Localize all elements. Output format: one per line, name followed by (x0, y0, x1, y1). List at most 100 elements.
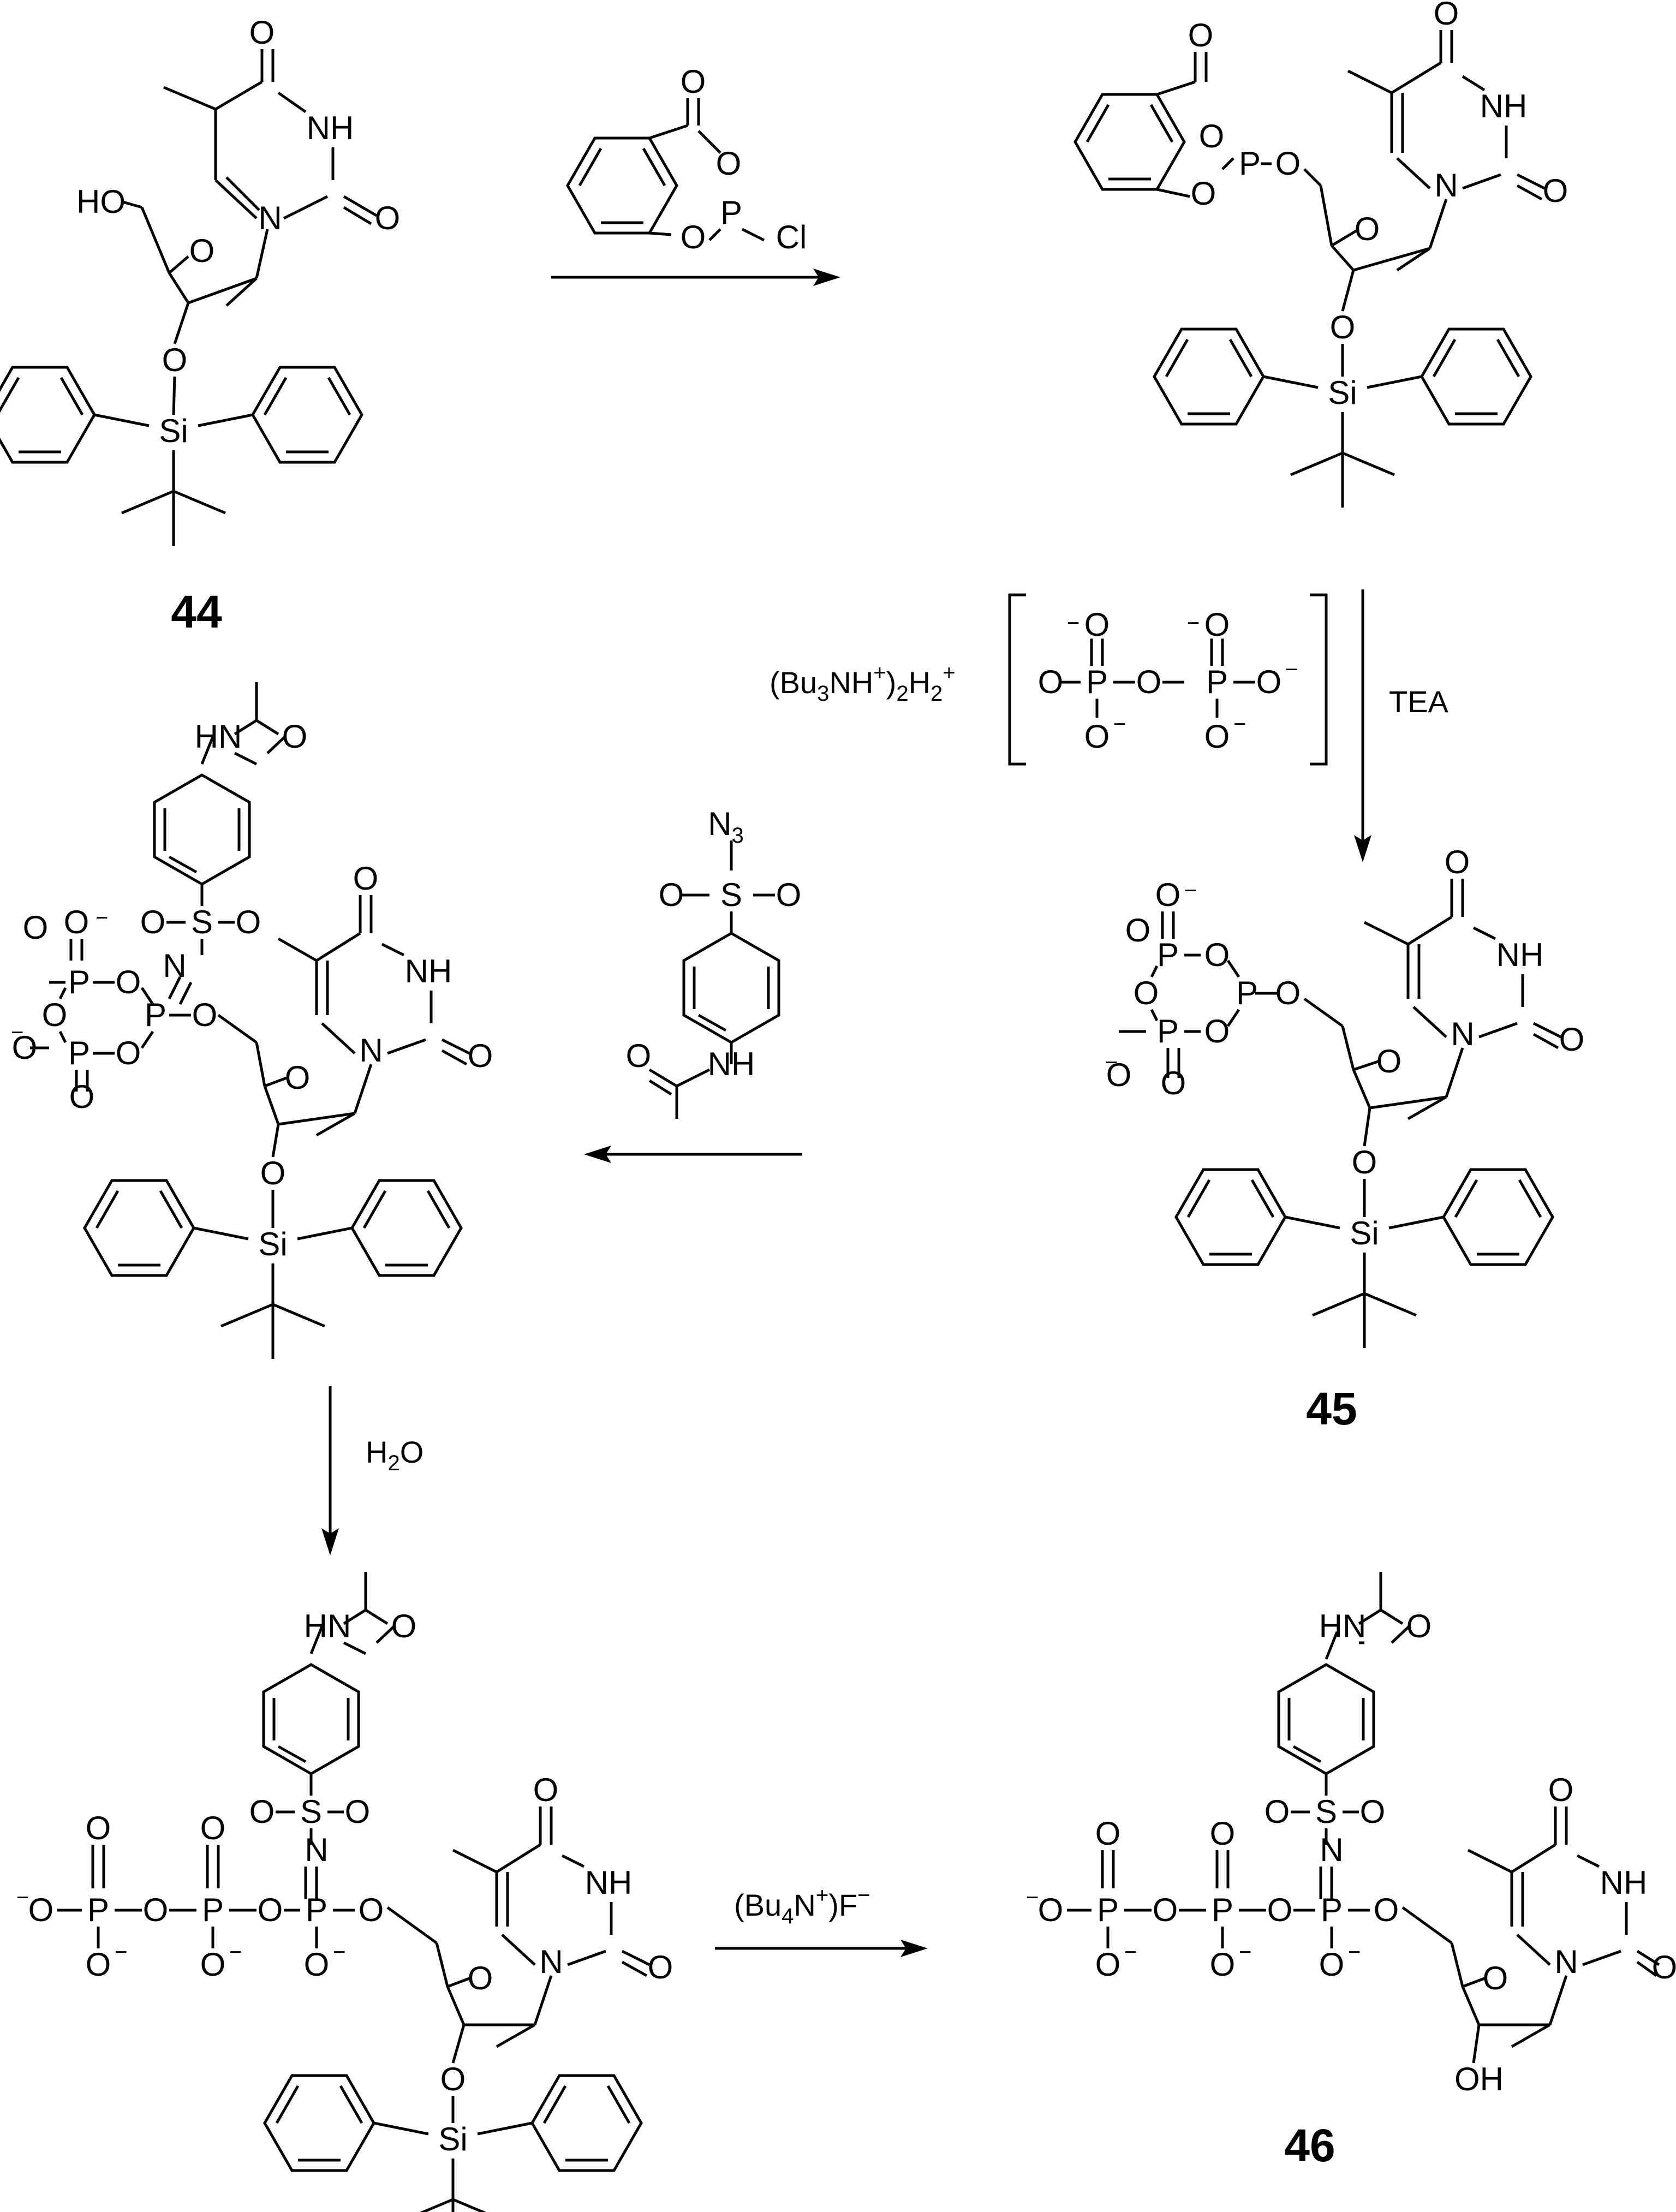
mid-nh: NH (405, 953, 452, 989)
mid-p2: P (68, 1035, 90, 1071)
mid-minus1: − (96, 906, 108, 930)
mid-thy-o2: O (468, 1038, 493, 1074)
compound-45-structure (1119, 879, 1562, 1217)
reagent-so-left: O (659, 877, 684, 913)
bl-amide-o: O (391, 1608, 417, 1644)
mid-minus2: − (11, 1021, 23, 1045)
c45-sugar-o: O (1376, 1043, 1402, 1080)
c46-p-beta: P (1212, 1892, 1233, 1928)
bl-minus1: − (16, 1886, 29, 1910)
c44-carbonyl-o-label: O (249, 14, 275, 51)
c46-o-term: O (1038, 1892, 1064, 1928)
c46-sugar-o: O (1483, 1960, 1508, 1996)
mid-amide-o: O (282, 718, 308, 755)
c46-3prime-oh: OH (1454, 2061, 1504, 2097)
mid-o-ring3: O (116, 1035, 141, 1071)
reagent-water: H2O (366, 1435, 424, 1475)
c46-amide-o: O (1406, 1608, 1432, 1644)
c44-urea-o-label: O (375, 200, 401, 236)
compound-44-structure (122, 49, 378, 415)
compound-45-label: 45 (1306, 1383, 1357, 1434)
pyrophosphate-structure (1061, 639, 1255, 718)
reagent-co-o-label: O (681, 63, 706, 100)
c45-minus1: − (1184, 879, 1197, 903)
compound-46-label: 46 (1284, 2120, 1335, 2171)
intermediate-phosphite-structure (1075, 30, 1546, 377)
compound-44-label: 44 (171, 586, 222, 637)
reagent-amide-o: O (626, 1038, 652, 1074)
reagent-p-label: P (720, 194, 742, 231)
c45-minus2: − (1105, 1051, 1118, 1075)
c46-so-left: O (1265, 1793, 1290, 1830)
bl-o-term: O (28, 1892, 54, 1928)
c44-ho-label: HO (76, 183, 126, 220)
bl-n: N (305, 1832, 328, 1868)
c46-so-right: O (1360, 1793, 1386, 1830)
pp-o-bot1: O (1084, 718, 1110, 755)
c45-silyl-o: O (1352, 1144, 1377, 1180)
mid-hn: HN (195, 718, 242, 755)
mid-silyl-o: O (260, 1155, 286, 1191)
c45-o-oxo1: O (1125, 912, 1151, 949)
pp-minus1: − (1067, 611, 1079, 635)
reagent-ring-o-label: O (716, 145, 742, 182)
pp-minus5: − (1285, 658, 1298, 682)
bl-o-a-bot: O (304, 1946, 330, 1983)
bl-o-bridge2: O (258, 1892, 283, 1928)
reagent-pyrophosphate-salt: (Bu3NH+)2H2+ (770, 661, 956, 706)
pp-minus3: − (1187, 611, 1200, 635)
c45-o-5prime: O (1275, 975, 1301, 1011)
c46-minus2: − (1124, 1940, 1137, 1964)
mid-so-left: O (140, 904, 166, 940)
c45-si: Si (1350, 1215, 1379, 1251)
mid-o-ring1: O (116, 964, 141, 1000)
reagent-nh: NH (708, 1046, 755, 1082)
c45-o-oxo2: O (1161, 1065, 1186, 1101)
c46-minus3: − (1239, 1940, 1251, 1964)
c45-o-ring3: O (1204, 1013, 1230, 1050)
bl-o-b-top: O (200, 1810, 226, 1846)
c45-nh: NH (1496, 937, 1544, 973)
bl-hn: HN (304, 1608, 351, 1644)
linear-triphosphate-silyl-structure (57, 1572, 651, 2123)
c44-si-label: Si (159, 413, 188, 449)
int-silyl-o-label: O (1330, 309, 1356, 345)
c46-n1: N (1554, 1943, 1578, 1980)
bl-so-left: O (249, 1793, 275, 1830)
c45-o-top: O (1155, 877, 1181, 913)
reagent-aryl-o-label: O (681, 219, 706, 255)
mid-thy-o4: O (353, 860, 379, 897)
arrow-step1-head (813, 269, 840, 286)
c44-ring-o-label: O (189, 232, 215, 269)
arrow-step5-head (900, 1940, 928, 1957)
cyclic-iminophosphorane-structure (30, 682, 470, 1228)
c45-n1: N (1451, 1016, 1474, 1052)
mid-o-top: O (64, 904, 90, 940)
arrow-step4-head (321, 1528, 339, 1555)
pp-o-bot2: O (1204, 718, 1230, 755)
c46-o-b-bot: O (1210, 1946, 1236, 1983)
reagent-s: S (720, 877, 742, 913)
int-thy-o2-label: O (1543, 172, 1568, 209)
int-si-label: Si (1328, 374, 1357, 411)
int-co-o-label: O (1188, 17, 1214, 53)
c45-thy-o2: O (1559, 1021, 1585, 1058)
c46-o-a-bot: O (1319, 1946, 1345, 1983)
reagent-so-right: O (776, 877, 802, 913)
mid-si: Si (258, 1226, 287, 1262)
c46-o-b-top: O (1210, 1815, 1236, 1852)
bl-thy-o4: O (533, 1772, 559, 1808)
mid-n1: N (359, 1032, 383, 1069)
mid-n: N (163, 947, 186, 984)
compound-46-structure (1067, 1572, 1660, 2064)
int-nh-label: NH (1480, 88, 1528, 124)
c44-silyl-o-label: O (162, 342, 188, 378)
int-ring-o2-label: O (1191, 175, 1216, 212)
bl-o-a-top: O (86, 1810, 111, 1846)
mid-o-ring2: O (42, 997, 68, 1033)
c46-o-bridge2: O (1267, 1892, 1293, 1928)
c46-n: N (1320, 1832, 1343, 1868)
bl-minus4: − (333, 1940, 345, 1964)
c46-minus1: − (1026, 1886, 1039, 1910)
c46-o-g-bot: O (1095, 1946, 1121, 1983)
